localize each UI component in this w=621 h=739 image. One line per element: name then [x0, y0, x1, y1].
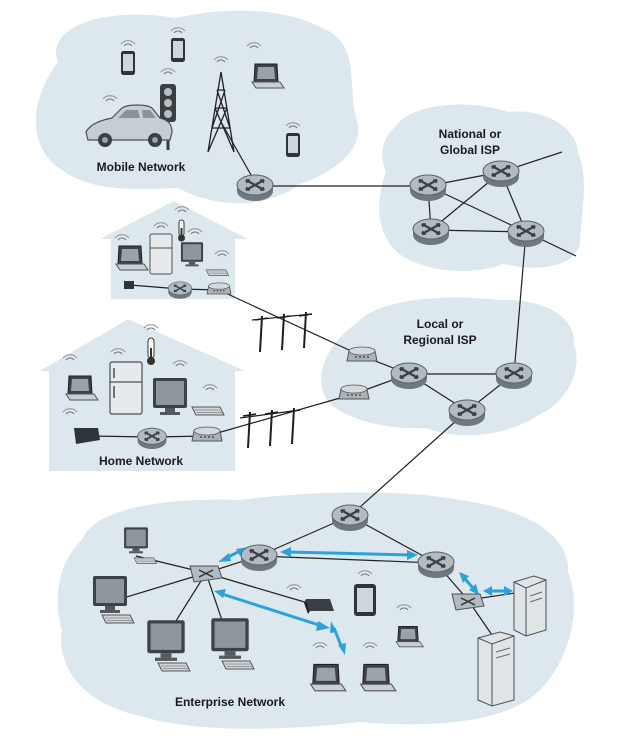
wifi-access-point-icon — [191, 426, 223, 442]
thermometer-icon — [143, 324, 159, 365]
utility-pole-icon — [298, 311, 313, 349]
router-icon — [389, 361, 429, 391]
tablet-icon — [354, 570, 376, 616]
router-icon — [481, 159, 521, 189]
enterprise-network-label: Enterprise Network — [175, 695, 285, 709]
router-icon — [494, 361, 534, 391]
keyboard-icon — [157, 662, 191, 672]
switch-icon — [189, 565, 223, 583]
modem-icon — [338, 384, 370, 400]
keyboard-icon — [133, 557, 157, 564]
mobile-network-cloud — [35, 10, 359, 204]
router-icon — [239, 543, 279, 573]
national-isp-label-line2: Global ISP — [440, 143, 500, 157]
router-icon — [167, 281, 193, 300]
upper-utility-poles — [251, 311, 313, 353]
router-icon — [330, 503, 370, 533]
lower-utility-poles — [239, 407, 301, 449]
router-icon — [136, 427, 168, 450]
refrigerator-icon — [109, 348, 143, 415]
home-network-label: Home Network — [99, 454, 183, 468]
modem-icon — [346, 346, 378, 362]
router-icon — [235, 173, 275, 203]
server-icon — [477, 631, 515, 707]
modem-icon — [124, 281, 134, 289]
router-icon — [416, 550, 456, 580]
router-icon — [408, 173, 448, 203]
traffic-light-icon — [160, 68, 176, 150]
cell-tower-icon — [207, 56, 235, 153]
national-isp-label-line1: National or — [439, 127, 502, 141]
car-icon — [85, 95, 173, 147]
regional-isp-label-line2: Regional ISP — [403, 333, 476, 347]
utility-pole-icon — [264, 409, 279, 447]
refrigerator-icon — [149, 222, 173, 275]
router-icon — [411, 217, 451, 247]
regional-isp-label-line1: Local or — [417, 317, 464, 331]
keyboard-icon — [101, 614, 135, 624]
wifi-access-point-icon — [206, 282, 232, 295]
router-icon — [506, 219, 546, 249]
router-icon — [447, 398, 487, 428]
thermometer-icon — [174, 206, 190, 242]
utility-pole-icon — [286, 407, 301, 445]
utility-pole-icon — [254, 315, 269, 353]
modem-icon — [62, 408, 100, 444]
server-icon — [513, 575, 547, 637]
regional-isp-cloud — [321, 297, 577, 436]
keyboard-icon — [221, 660, 255, 670]
mobile-network-label: Mobile Network — [97, 160, 186, 174]
blue-link-arrows — [214, 547, 513, 655]
utility-pole-icon — [276, 313, 291, 351]
switch-icon — [451, 593, 485, 611]
